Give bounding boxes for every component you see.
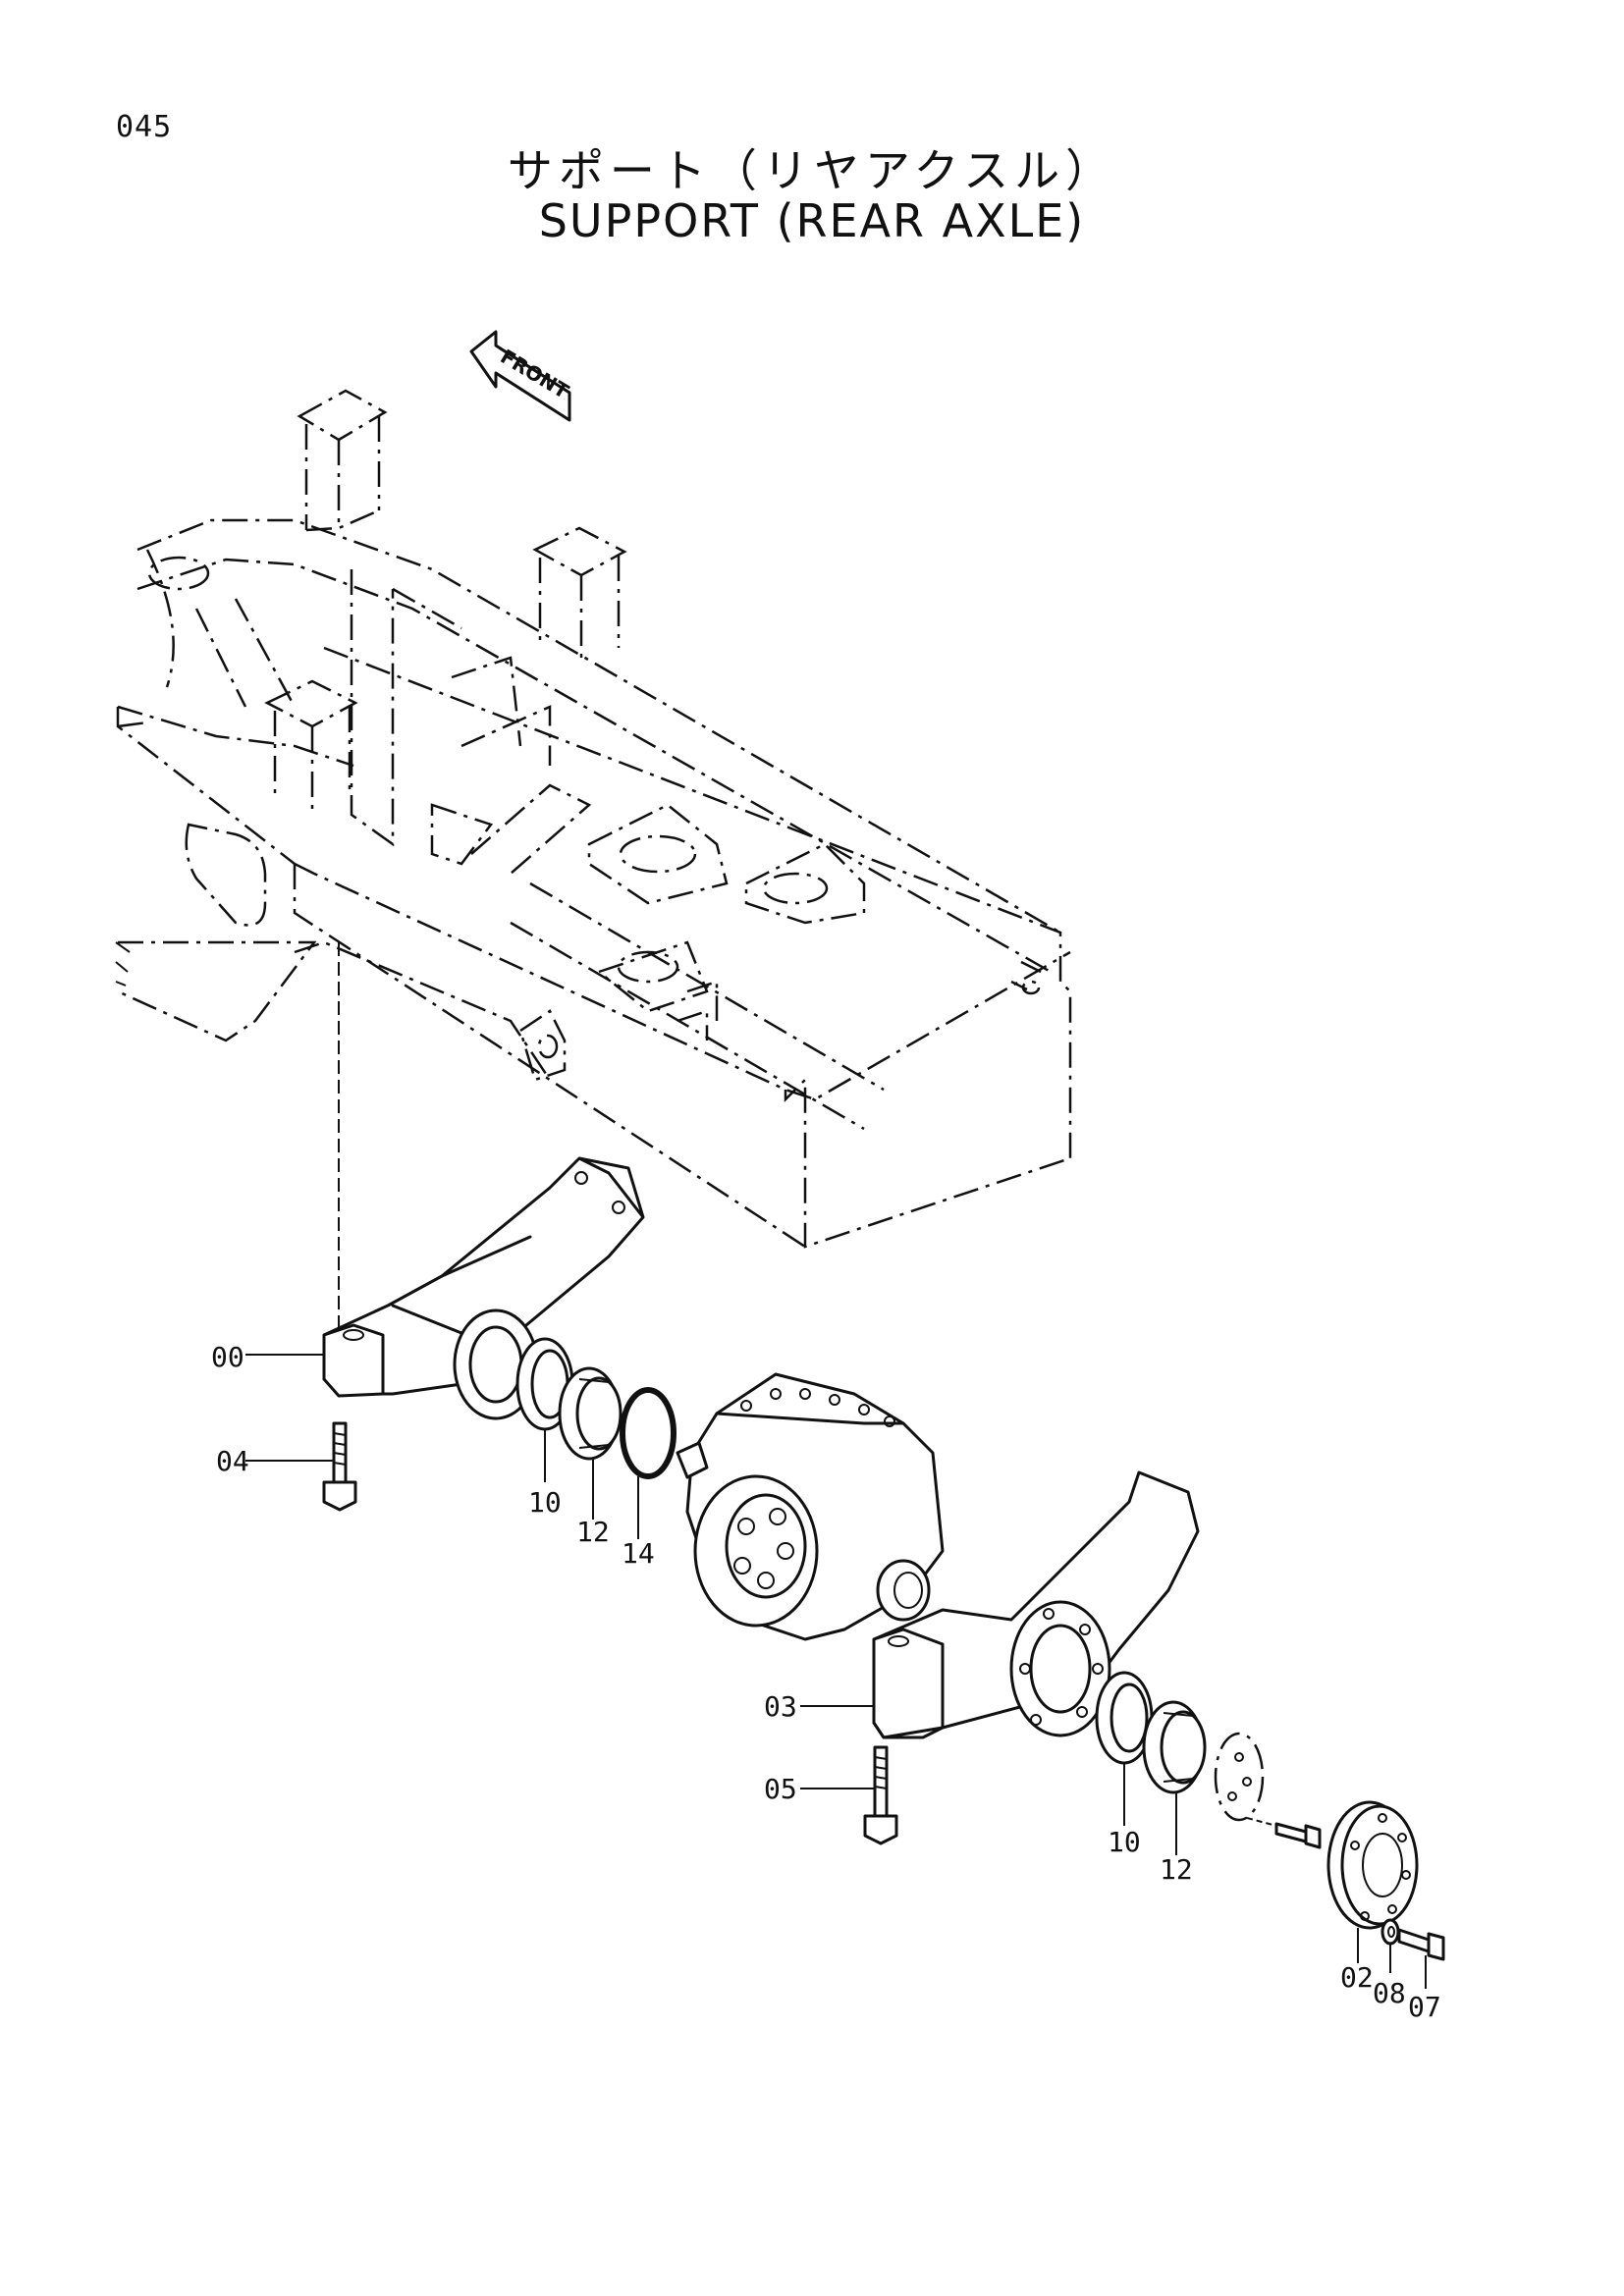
callout-10-right: 10 — [1108, 1826, 1141, 1858]
front-arrow-icon: FRONT — [469, 330, 573, 422]
ring-10-right — [1095, 1671, 1154, 1765]
bushing-12-right — [1142, 1700, 1207, 1794]
callout-05: 05 — [764, 1773, 797, 1805]
bushing-12-left — [558, 1366, 623, 1461]
callout-00: 00 — [211, 1341, 244, 1373]
plate-02 — [1326, 1800, 1419, 1930]
o-ring-14 — [620, 1387, 677, 1479]
shim — [1214, 1732, 1265, 1822]
washer-08 — [1380, 1918, 1400, 1946]
bolt-05 — [863, 1745, 898, 1845]
callouts: 00 04 10 12 14 03 05 10 12 02 08 07 — [211, 1341, 1441, 2023]
callout-12-left: 12 — [576, 1516, 610, 1548]
callout-08: 08 — [1373, 1977, 1406, 2009]
title-japanese: サポート（リヤアクスル） — [507, 144, 1117, 197]
page-number: 045 — [116, 110, 173, 144]
support-right — [872, 1470, 1200, 1739]
callout-10-left: 10 — [528, 1486, 562, 1519]
callout-04: 04 — [216, 1445, 249, 1477]
callout-03: 03 — [764, 1690, 797, 1723]
axle-housing — [676, 1372, 945, 1641]
title-english: SUPPORT (REAR AXLE) — [538, 194, 1086, 247]
callout-02: 02 — [1340, 1961, 1374, 1994]
bolt-07 — [1397, 1928, 1445, 1961]
bolt-04 — [322, 1421, 357, 1512]
callout-14: 14 — [622, 1537, 655, 1570]
callout-12-right: 12 — [1160, 1853, 1193, 1886]
chassis-frame — [115, 389, 1072, 1335]
callout-07: 07 — [1408, 1991, 1441, 2023]
small-bolt — [1246, 1817, 1322, 1849]
